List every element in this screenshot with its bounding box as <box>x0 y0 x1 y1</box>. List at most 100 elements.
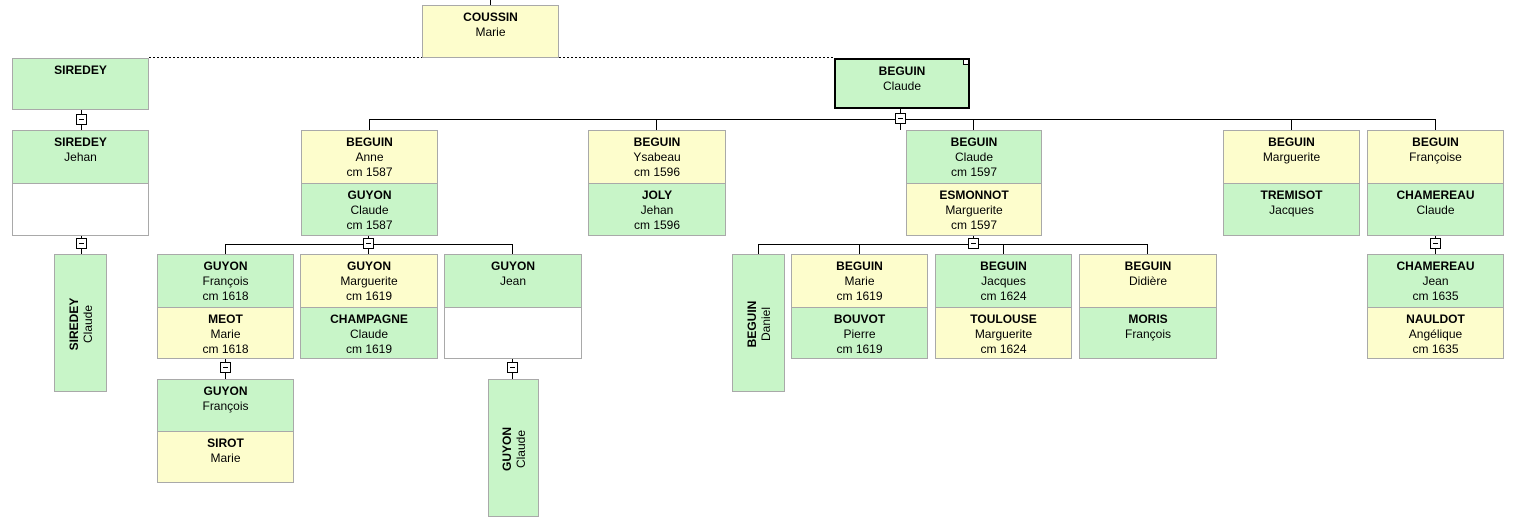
collapse-toggle-icon[interactable] <box>968 238 979 249</box>
person-toulouse-marguerite[interactable]: TOULOUSE Marguerite cm 1624 <box>936 306 1071 358</box>
person-beguin-claude[interactable]: BEGUIN Claude cm 1597 <box>907 131 1041 183</box>
surname: MORIS <box>1128 311 1168 326</box>
couple-box-guyon-francois-meot-marie[interactable]: GUYON François cm 1618 MEOT Marie cm 161… <box>157 254 294 359</box>
surname: GUYON <box>500 426 514 472</box>
couple-box-beguin-marguerite-tremisot-jacques[interactable]: BEGUIN Marguerite TREMISOT Jacques <box>1223 130 1360 236</box>
marriage-date: cm 1618 <box>202 341 249 356</box>
person-box-beguin-daniel[interactable]: BEGUIN Daniel <box>732 254 785 392</box>
marriage-date: cm 1619 <box>836 289 883 303</box>
person-beguin-jacques[interactable]: BEGUIN Jacques cm 1624 <box>936 255 1071 307</box>
marriage-date: cm 1635 <box>1412 289 1459 303</box>
marriage-date: cm 1624 <box>980 289 1027 303</box>
given-name: Jean <box>499 274 527 288</box>
given-name: Claude <box>350 203 389 217</box>
given-name: Jacques <box>1269 203 1314 217</box>
collapse-toggle-icon[interactable] <box>76 114 87 125</box>
given-name: Marguerite <box>1262 150 1321 164</box>
surname: GUYON <box>490 259 535 273</box>
surname: ESMONNOT <box>939 188 1009 202</box>
couple-box-beguin-claude-esmonnot-marguerite[interactable]: BEGUIN Claude cm 1597 ESMONNOT Marguerit… <box>906 130 1042 236</box>
person-tremisot-jacques[interactable]: TREMISOT Jacques <box>1224 183 1359 235</box>
surname: BEGUIN <box>980 259 1027 273</box>
given-name: Marie <box>210 326 241 341</box>
person-nauldot-angelique[interactable]: NAULDOT Angélique cm 1635 <box>1368 306 1503 358</box>
couple-box-guyon-jean[interactable]: GUYON Jean <box>444 254 582 359</box>
marriage-date: cm 1597 <box>950 165 998 179</box>
empty-spouse-slot[interactable] <box>445 306 581 358</box>
surname: TREMISOT <box>1260 188 1323 202</box>
couple-box-beguin-ysabeau-joly-jehan[interactable]: BEGUIN Ysabeau cm 1596 JOLY Jehan cm 159… <box>588 130 726 236</box>
marriage-date: cm 1597 <box>950 218 998 232</box>
collapse-toggle-icon[interactable] <box>895 113 906 124</box>
given-name: Jacques <box>981 274 1026 288</box>
given-name: Ysabeau <box>633 150 681 164</box>
person-box-siredey-claude[interactable]: SIREDEY Claude <box>54 254 107 392</box>
marriage-date: cm 1619 <box>345 289 393 303</box>
person-beguin-marguerite[interactable]: BEGUIN Marguerite <box>1224 131 1359 183</box>
person-beguin-francoise[interactable]: BEGUIN Françoise <box>1368 131 1503 183</box>
marriage-date: cm 1619 <box>836 341 883 356</box>
given-name: Claude <box>954 150 994 164</box>
couple-box-siredey-jehan[interactable]: SIREDEY Jehan <box>12 130 149 236</box>
person-guyon-jean[interactable]: GUYON Jean <box>445 255 581 307</box>
person-chamereau-jean[interactable]: CHAMEREAU Jean cm 1635 <box>1368 255 1503 307</box>
person-guyon-francois[interactable]: GUYON François cm 1618 <box>158 255 293 307</box>
given-name: Claude <box>882 79 922 93</box>
couple-box-beguin-marie-bouvot-pierre[interactable]: BEGUIN Marie cm 1619 BOUVOT Pierre cm 16… <box>791 254 928 359</box>
person-sirot-marie[interactable]: SIROT Marie <box>158 431 293 482</box>
person-box-guyon-claude[interactable]: GUYON Claude <box>488 379 539 517</box>
person-guyon-marguerite[interactable]: GUYON Marguerite cm 1619 <box>301 255 437 307</box>
collapse-toggle-icon[interactable] <box>363 238 374 249</box>
given-name: François <box>202 399 249 413</box>
person-guyon-francois-jr[interactable]: GUYON François <box>158 380 293 431</box>
couple-box-beguin-francoise-chamereau-claude[interactable]: BEGUIN Françoise CHAMEREAU Claude <box>1367 130 1504 236</box>
couple-box-chamereau-jean-nauldot-angelique[interactable]: CHAMEREAU Jean cm 1635 NAULDOT Angélique… <box>1367 254 1504 359</box>
person-beguin-didiere[interactable]: BEGUIN Didière <box>1080 255 1216 307</box>
person-champagne-claude[interactable]: CHAMPAGNE Claude cm 1619 <box>301 306 437 358</box>
collapse-toggle-icon[interactable] <box>1430 238 1441 249</box>
surname: SIREDEY <box>54 135 107 149</box>
surname: NAULDOT <box>1406 311 1465 326</box>
person-siredey-jehan[interactable]: SIREDEY Jehan <box>13 131 148 183</box>
person-beguin-marie[interactable]: BEGUIN Marie cm 1619 <box>792 255 927 307</box>
marriage-date: cm 1596 <box>633 165 681 179</box>
person-box-beguin-claude-selected[interactable]: BEGUIN Claude <box>834 58 970 109</box>
empty-spouse-slot[interactable] <box>13 183 148 235</box>
surname: GUYON <box>346 259 391 273</box>
person-esmonnot-marguerite[interactable]: ESMONNOT Marguerite cm 1597 <box>907 183 1041 235</box>
person-joly-jehan[interactable]: JOLY Jehan cm 1596 <box>589 183 725 235</box>
surname: BEGUIN <box>1268 135 1315 149</box>
surname: BEGUIN <box>633 135 681 149</box>
marriage-date: cm 1619 <box>345 341 393 356</box>
person-beguin-anne[interactable]: BEGUIN Anne cm 1587 <box>302 131 437 183</box>
given-name: Claude <box>81 304 95 344</box>
given-name: Jehan <box>640 203 674 217</box>
marriage-date: cm 1624 <box>980 341 1027 356</box>
collapse-toggle-icon[interactable] <box>507 362 518 373</box>
couple-box-beguin-anne-guyon-claude[interactable]: BEGUIN Anne cm 1587 GUYON Claude cm 1587 <box>301 130 438 236</box>
given-name: Marie <box>844 274 875 288</box>
person-chamereau-claude[interactable]: CHAMEREAU Claude <box>1368 183 1503 235</box>
marriage-date: cm 1587 <box>346 218 393 232</box>
given-name: Angélique <box>1408 326 1463 341</box>
marriage-date: cm 1635 <box>1412 341 1459 356</box>
couple-box-beguin-didiere-moris-francois[interactable]: BEGUIN Didière MORIS François <box>1079 254 1217 359</box>
given-name: Claude <box>1416 203 1455 217</box>
person-moris-francois[interactable]: MORIS François <box>1080 306 1216 358</box>
person-box-siredey[interactable]: SIREDEY <box>12 58 149 110</box>
couple-box-beguin-jacques-toulouse-marguerite[interactable]: BEGUIN Jacques cm 1624 TOULOUSE Margueri… <box>935 254 1072 359</box>
person-bouvot-pierre[interactable]: BOUVOT Pierre cm 1619 <box>792 306 927 358</box>
surname: BEGUIN <box>878 64 926 78</box>
person-box-coussin-marie[interactable]: COUSSIN Marie <box>422 5 559 58</box>
surname: MEOT <box>208 311 243 326</box>
collapse-toggle-icon[interactable] <box>220 362 231 373</box>
surname: BOUVOT <box>833 311 886 326</box>
collapse-toggle-icon[interactable] <box>76 238 87 249</box>
person-meot-marie[interactable]: MEOT Marie cm 1618 <box>158 306 293 358</box>
couple-box-guyon-francois-sirot-marie[interactable]: GUYON François SIROT Marie <box>157 379 294 483</box>
given-name: Claude <box>514 429 528 469</box>
couple-box-guyon-marguerite-champagne-claude[interactable]: GUYON Marguerite cm 1619 CHAMPAGNE Claud… <box>300 254 438 359</box>
person-guyon-claude[interactable]: GUYON Claude cm 1587 <box>302 183 437 235</box>
person-beguin-ysabeau[interactable]: BEGUIN Ysabeau cm 1596 <box>589 131 725 183</box>
surname: TOULOUSE <box>970 311 1037 326</box>
